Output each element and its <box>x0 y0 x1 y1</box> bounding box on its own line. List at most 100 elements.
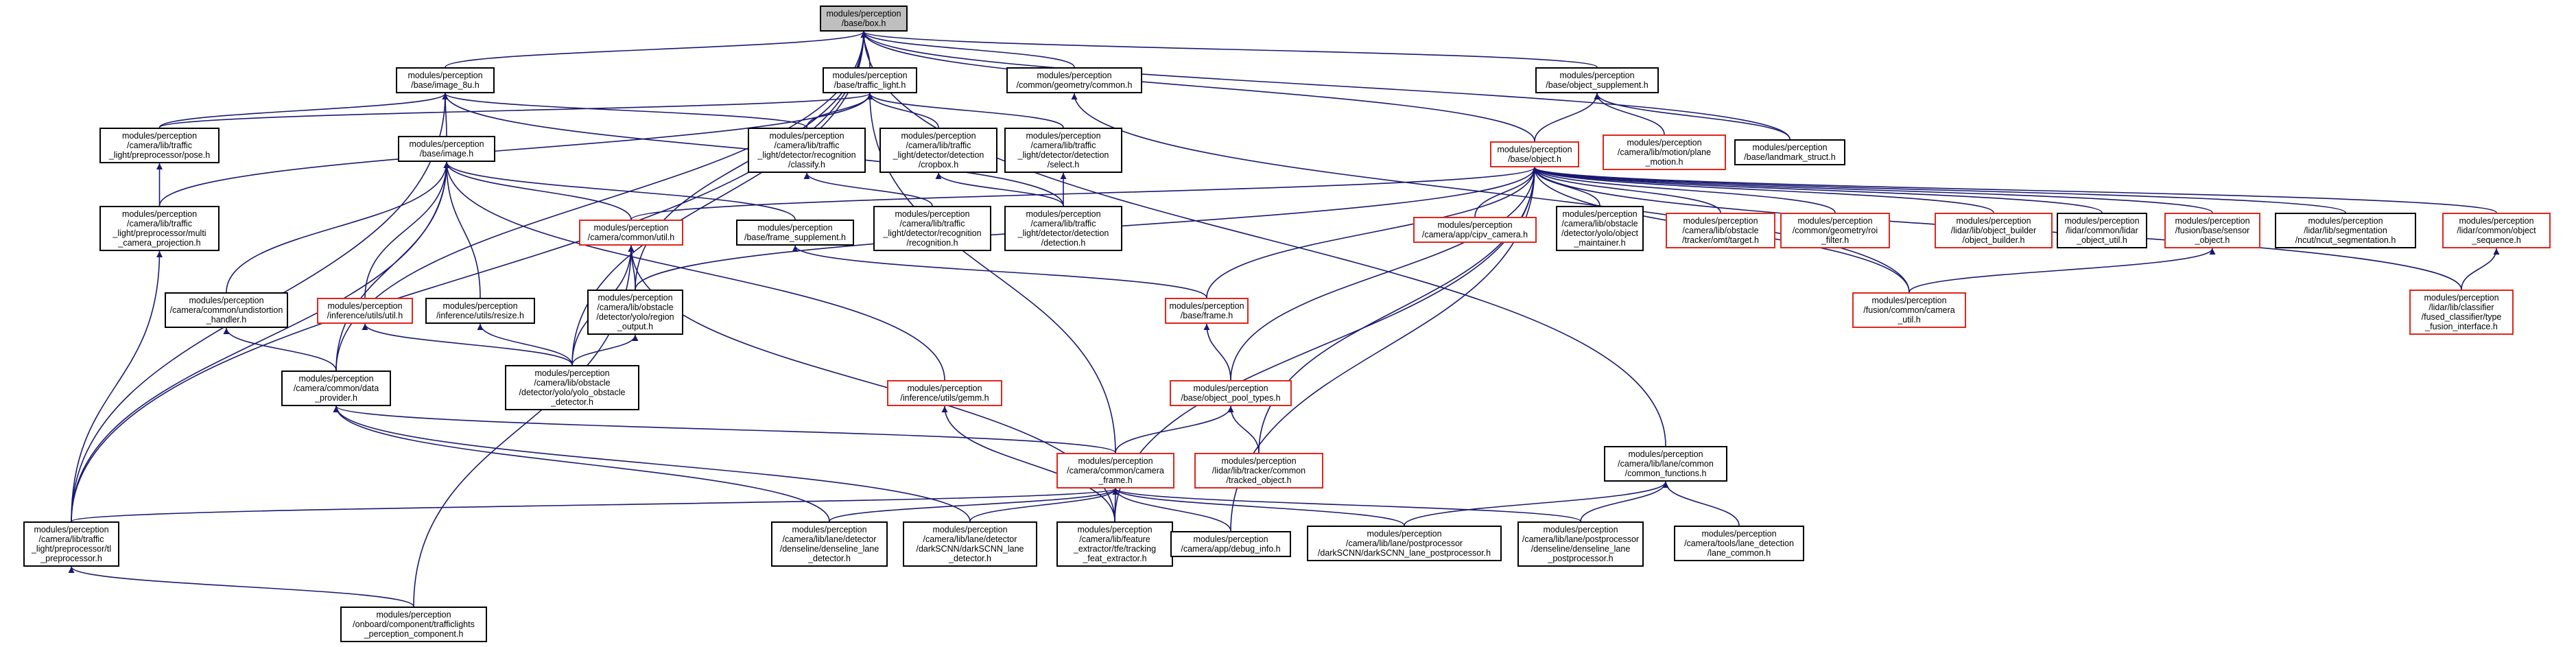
node-tl-preprocessor-multi-camera-projection[interactable]: modules/perception/camera/lib/traffic_li… <box>99 206 220 251</box>
node-base-frame[interactable]: modules/perception/base/frame.h <box>1165 298 1249 324</box>
node-label-line: _object.h <box>2195 235 2230 245</box>
edge-base_landmark_struct-to-base_box <box>860 31 1791 140</box>
node-camera-common-data-provider[interactable]: modules/perception/camera/common/data_pr… <box>281 370 391 406</box>
node-inference-utils-resize[interactable]: modules/perception/inference/utils/resiz… <box>425 298 535 324</box>
node-obstacle-region-output[interactable]: modules/perception/camera/lib/obstacle/d… <box>587 290 683 335</box>
edge-obstacle_detector_yolo_obstacle_detector-to-obstacle_detector_yolo_region_output <box>571 334 639 366</box>
node-label-line: /camera/app/debug_info.h <box>1181 544 1281 554</box>
node-tl-detection-select[interactable]: modules/perception/camera/lib/traffic_li… <box>1004 128 1122 173</box>
node-base-frame-supplement[interactable]: modules/perception/base/frame_supplement… <box>736 220 854 246</box>
node-obstacle-yolo-obstacle-detector[interactable]: modules/perception/camera/lib/obstacle/d… <box>505 365 639 410</box>
node-label-line: modules/perception <box>1437 220 1513 230</box>
node-base-traffic-light[interactable]: modules/perception/base/traffic_light.h <box>823 67 917 93</box>
node-camera-app-cipv-camera[interactable]: modules/perception/camera/app/cipv_camer… <box>1413 217 1537 243</box>
node-camera-tools-lane-common[interactable]: modules/perception/camera/tools/lane_det… <box>1674 526 1804 561</box>
node-common-geometry-roi-filter[interactable]: modules/perception/common/geometry/roi_f… <box>1780 213 1890 248</box>
edge-tl_detection_detection-to-tl_detection_cropbox <box>935 172 1064 207</box>
node-base-image-8u[interactable]: modules/perception/base/image_8u.h <box>396 67 495 93</box>
node-label-line: modules/perception <box>1752 143 1828 152</box>
node-camera-common-util[interactable]: modules/perception/camera/common/util.h <box>579 220 683 246</box>
node-label-line: _sequence.h <box>2472 235 2521 245</box>
node-label-line: modules/perception <box>121 209 198 219</box>
node-label-line: _util.h <box>1898 315 1921 325</box>
edge-base_object_pool_types-to-base_object <box>1230 167 1538 381</box>
edge-base_frame-to-base_object <box>1206 167 1538 298</box>
node-label-line: modules/perception <box>1701 529 1777 539</box>
node-label-line: /detector/yolo/region <box>596 312 674 322</box>
node-tl-detection-cropbox[interactable]: modules/perception/camera/lib/traffic_li… <box>879 128 997 173</box>
node-base-object-pool-types[interactable]: modules/perception/base/object_pool_type… <box>1170 380 1292 406</box>
node-label-line: _object_util.h <box>2077 235 2127 245</box>
node-label-line: /camera/lib/lane/common <box>1618 459 1714 469</box>
node-base-object-supplement[interactable]: modules/perception/base/object_supplemen… <box>1535 67 1659 93</box>
node-lidar-common-lidar-object-util[interactable]: modules/perception/lidar/common/lidar_ob… <box>2057 213 2147 248</box>
node-label-line: /camera/lib/feature <box>1079 534 1150 544</box>
node-label-line: modules/perception <box>298 374 374 384</box>
node-label-line: /lidar/common/lidar <box>2066 226 2138 235</box>
node-lidar-object-builder[interactable]: modules/perception/lidar/lib/object_buil… <box>1935 213 2053 248</box>
node-obstacle-object-maintainer[interactable]: modules/perception/camera/lib/obstacle/d… <box>1556 206 1644 251</box>
node-label-line: /detection.h <box>1041 238 1086 248</box>
node-label-line: /camera/common/data <box>293 384 379 393</box>
node-lidar-classifier-type-fusion-interface[interactable]: modules/perception/lidar/lib/classifier/… <box>2409 290 2514 335</box>
node-base-image[interactable]: modules/perception/base/image.h <box>398 136 495 162</box>
node-label-line: modules/perception <box>1628 449 1703 459</box>
edge-tl_recognition_recognition-to-tl_recognition_classify <box>803 172 933 207</box>
node-label-line: /lidar/lib/tracker/common <box>1212 466 1306 475</box>
node-label-line: /camera/lib/lane/detector <box>782 534 877 544</box>
node-label-line: /detector/yolo/yolo_obstacle <box>519 388 626 397</box>
node-lidar-motion-plane-motion[interactable]: modules/perception/camera/lib/motion/pla… <box>1603 134 1726 170</box>
node-lane-detector-denseline[interactable]: modules/perception/camera/lib/lane/detec… <box>771 521 888 567</box>
edge-fusion_common_camera_util-to-common_geometry_common <box>1071 93 1910 293</box>
node-lane-postprocessor-denseline[interactable]: modules/perception/camera/lib/lane/postp… <box>1517 521 1644 567</box>
node-base-landmark-struct[interactable]: modules/perception/base/landmark_struct.… <box>1734 139 1845 165</box>
node-camera-app-debug-info[interactable]: modules/perception/camera/app/debug_info… <box>1170 531 1291 557</box>
node-label-line: modules/perception <box>1193 384 1268 393</box>
edge-camera_common_camera_frame-to-camera_common_data_provider <box>333 405 1116 454</box>
node-label-line: modules/perception <box>34 525 109 534</box>
node-tl-recognition-recognition[interactable]: modules/perception/camera/lib/traffic_li… <box>873 206 991 251</box>
node-label-line: /tracked_object.h <box>1226 475 1292 485</box>
node-obstacle-tracker-omt-target[interactable]: modules/perception/camera/lib/obstacle/t… <box>1666 213 1775 248</box>
node-tl-preprocessor-tl-preprocessor[interactable]: modules/perception/camera/lib/traffic_li… <box>23 521 119 567</box>
node-lidar-common-object-sequence[interactable]: modules/perception/lidar/common/object_s… <box>2442 213 2551 248</box>
node-label-line: modules/perception <box>593 223 669 233</box>
node-base-box[interactable]: modules/perception/base/box.h <box>820 5 908 32</box>
edge-lidar_tracker_common_tracked_object-to-base_object <box>1258 167 1538 454</box>
edge-obstacle_tracker_omt_target-to-base_object <box>1531 167 1721 213</box>
node-lane-postprocessor-darkscnn[interactable]: modules/perception/camera/lib/lane/postp… <box>1307 526 1502 561</box>
node-label-line: _output.h <box>617 322 654 331</box>
node-label-line: /camera/lib/traffic <box>127 219 192 228</box>
node-camera-common-undistortion-handler[interactable]: modules/perception/camera/common/undisto… <box>165 292 288 328</box>
edge-tl_preprocessor_tl_preprocessor-to-tl_preprocessor_multi_camera_projection <box>71 250 163 522</box>
edge-lidar_object_builder-to-base_object <box>1531 167 1994 213</box>
node-lidar-segmentation-ncut[interactable]: modules/perception/lidar/lib/segmentatio… <box>2275 213 2416 248</box>
node-label-line: /tracker/omt/target.h <box>1682 235 1759 245</box>
edge-lane_detector_darkSCNN_lane_detector-to-camera_common_camera_frame <box>969 488 1119 522</box>
node-label-line: /camera/lib/obstacle <box>1682 226 1759 235</box>
node-label-line: _light/preprocessor/tl <box>31 544 112 554</box>
node-label-line: /base/frame.h <box>1180 311 1233 320</box>
node-label-line: modules/perception <box>907 384 982 393</box>
node-onboard-trafficlights-perception-component[interactable]: modules/perception/onboard/component/tra… <box>340 607 487 642</box>
node-label-line: /camera/common/util.h <box>587 233 675 242</box>
node-fusion-base-sensor-object[interactable]: modules/perception/fusion/base/sensor_ob… <box>2164 213 2260 248</box>
node-label-line: _light/preprocessor/pose.h <box>108 150 211 160</box>
node-label-line: /object_builder.h <box>1962 235 2025 245</box>
node-camera-common-camera-frame[interactable]: modules/perception/camera/common/camera_… <box>1056 453 1174 489</box>
node-fusion-common-camera-util[interactable]: modules/perception/fusion/common/camera_… <box>1852 292 1966 328</box>
node-label-line: /base/object_supplement.h <box>1546 80 1649 90</box>
node-tl-preprocessor-pose[interactable]: modules/perception/camera/lib/traffic_li… <box>99 128 220 163</box>
node-tl-detection-detection[interactable]: modules/perception/camera/lib/traffic_li… <box>1004 206 1122 251</box>
node-inference-utils-gemm[interactable]: modules/perception/inference/utils/gemm.… <box>887 380 1002 406</box>
node-lane-detector-darkscnn[interactable]: modules/perception/camera/lib/lane/detec… <box>903 521 1037 567</box>
node-base-object[interactable]: modules/perception/base/object.h <box>1490 141 1579 167</box>
edge-tl_preprocessor_tl_preprocessor-to-camera_common_camera_frame <box>71 488 1118 522</box>
node-lane-common-common-functions[interactable]: modules/perception/camera/lib/lane/commo… <box>1604 446 1727 482</box>
node-tl-recognition-classify[interactable]: modules/perception/camera/lib/traffic_li… <box>748 128 866 173</box>
node-feature-extractor-tracking[interactable]: modules/perception/camera/lib/feature_ex… <box>1056 521 1173 567</box>
node-inference-utils-util[interactable]: modules/perception/inference/utils/util.… <box>317 298 413 324</box>
edge-camera_tools_lane_detection_lane_common-to-lane_common_common_functions <box>1662 481 1740 526</box>
node-lidar-tracker-common-tracked-object[interactable]: modules/perception/lidar/lib/tracker/com… <box>1194 453 1323 489</box>
node-common-geometry-common[interactable]: modules/perception/common/geometry/commo… <box>1006 67 1142 93</box>
